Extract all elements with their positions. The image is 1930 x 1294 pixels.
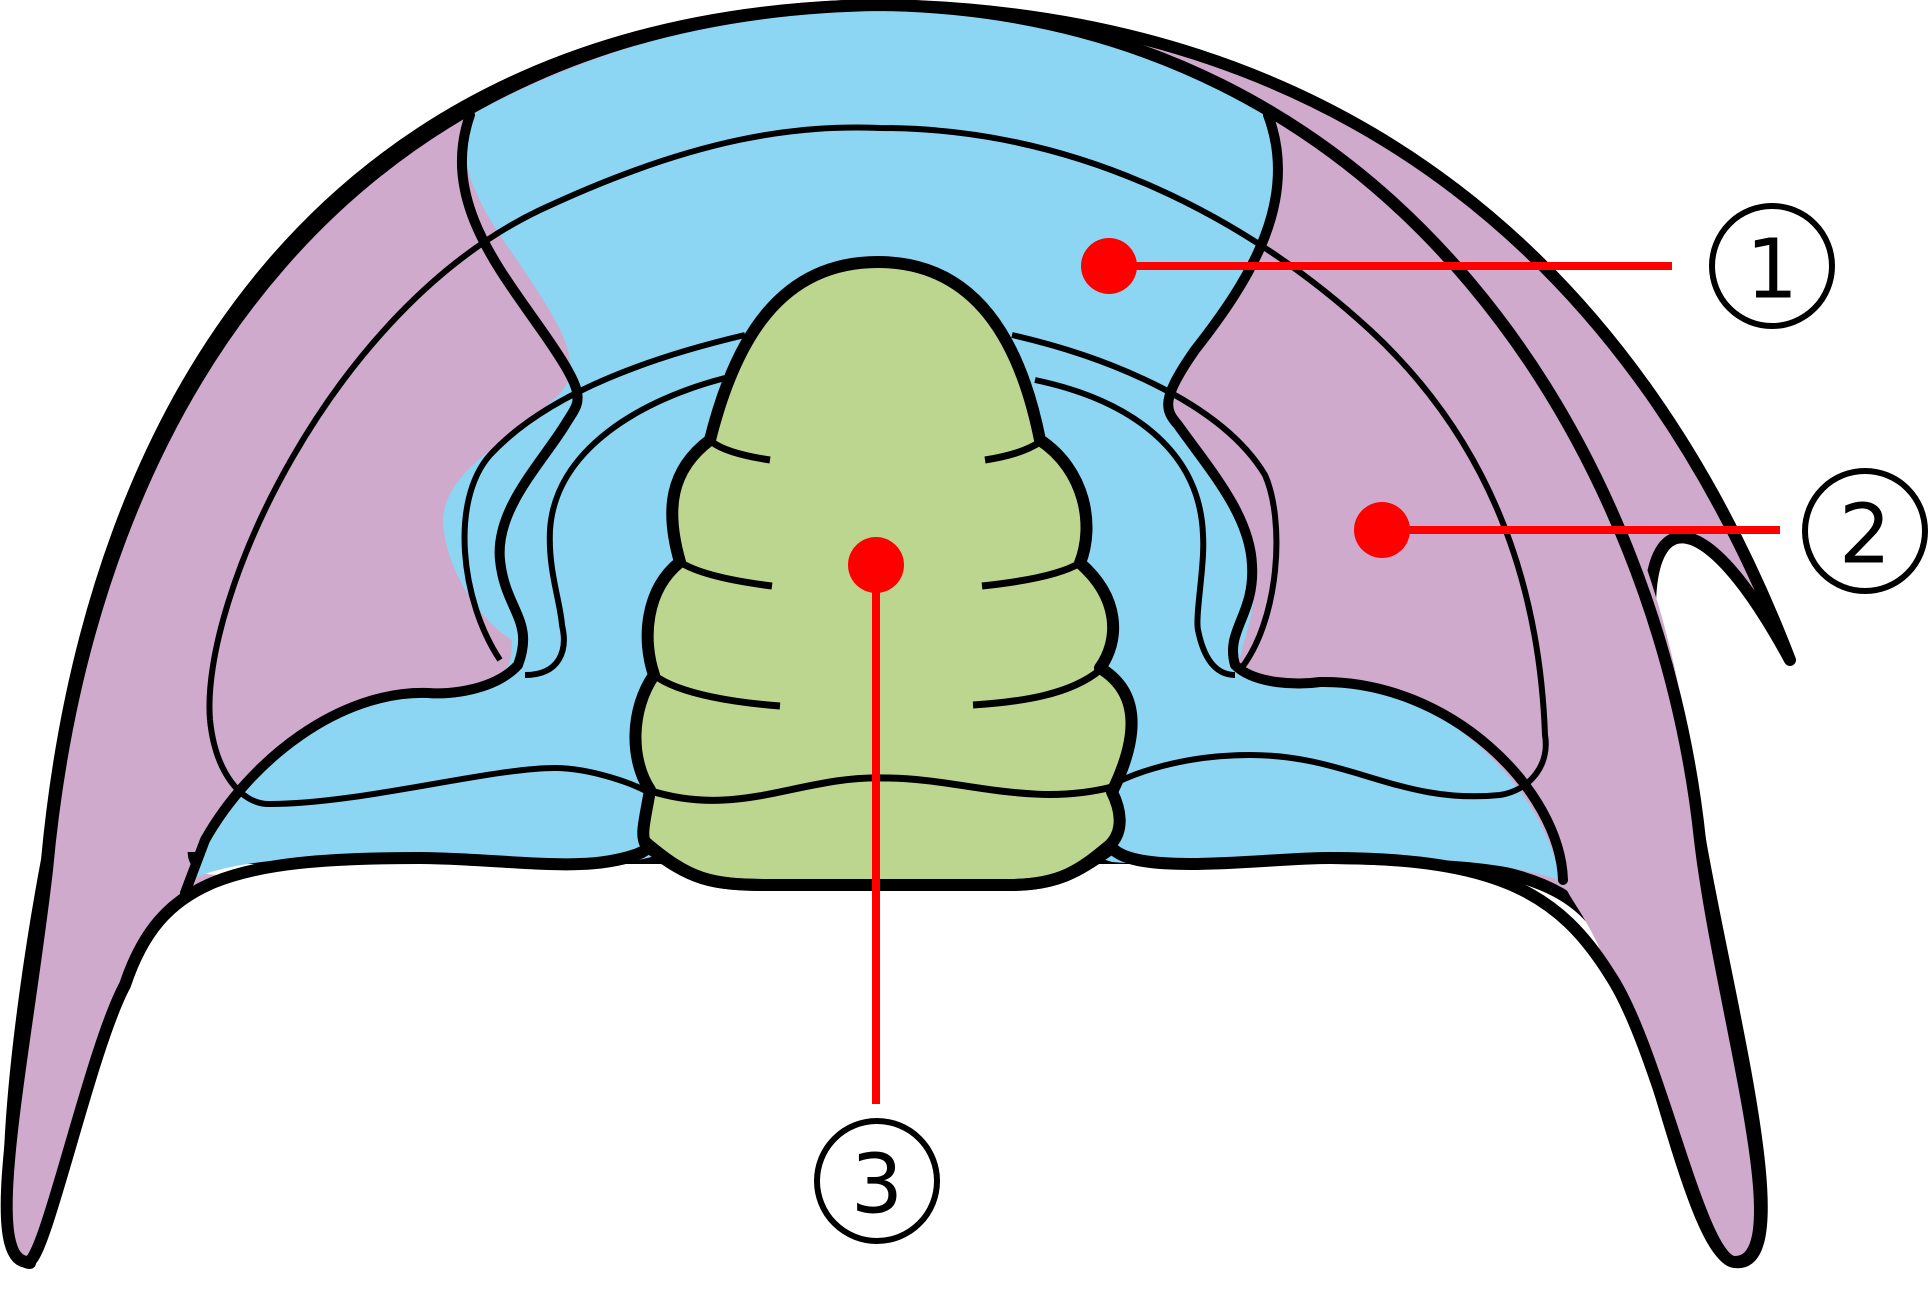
facial-suture-right: [1163, 110, 1568, 885]
glabellar-furrows: [646, 439, 1113, 804]
eye-ridge-right: [1011, 332, 1280, 672]
callout-3-label: 3: [851, 1138, 903, 1233]
callout-2-marker-dot: [1354, 502, 1410, 558]
callout-1-marker-dot: [1081, 238, 1137, 294]
eye-ridge-right-inner: [1034, 377, 1236, 678]
callout-1-label: 1: [1746, 223, 1798, 318]
free-cheek-right: [1270, 115, 1760, 1262]
callout-2-label: 2: [1839, 488, 1891, 583]
callout-3-marker-dot: [848, 537, 904, 593]
facial-suture-left: [180, 110, 583, 898]
callout-1-circle: [1709, 203, 1835, 329]
preglabellar-field-line: [206, 124, 1549, 800]
eye-ridge-left: [461, 332, 746, 662]
callout-2-circle: [1802, 468, 1928, 594]
occipital-ring: [642, 841, 1116, 890]
preglabellar-field-line-left: [207, 719, 654, 808]
callout-3-circle: [814, 1118, 940, 1244]
eye-ridge-left-inner: [524, 375, 726, 678]
